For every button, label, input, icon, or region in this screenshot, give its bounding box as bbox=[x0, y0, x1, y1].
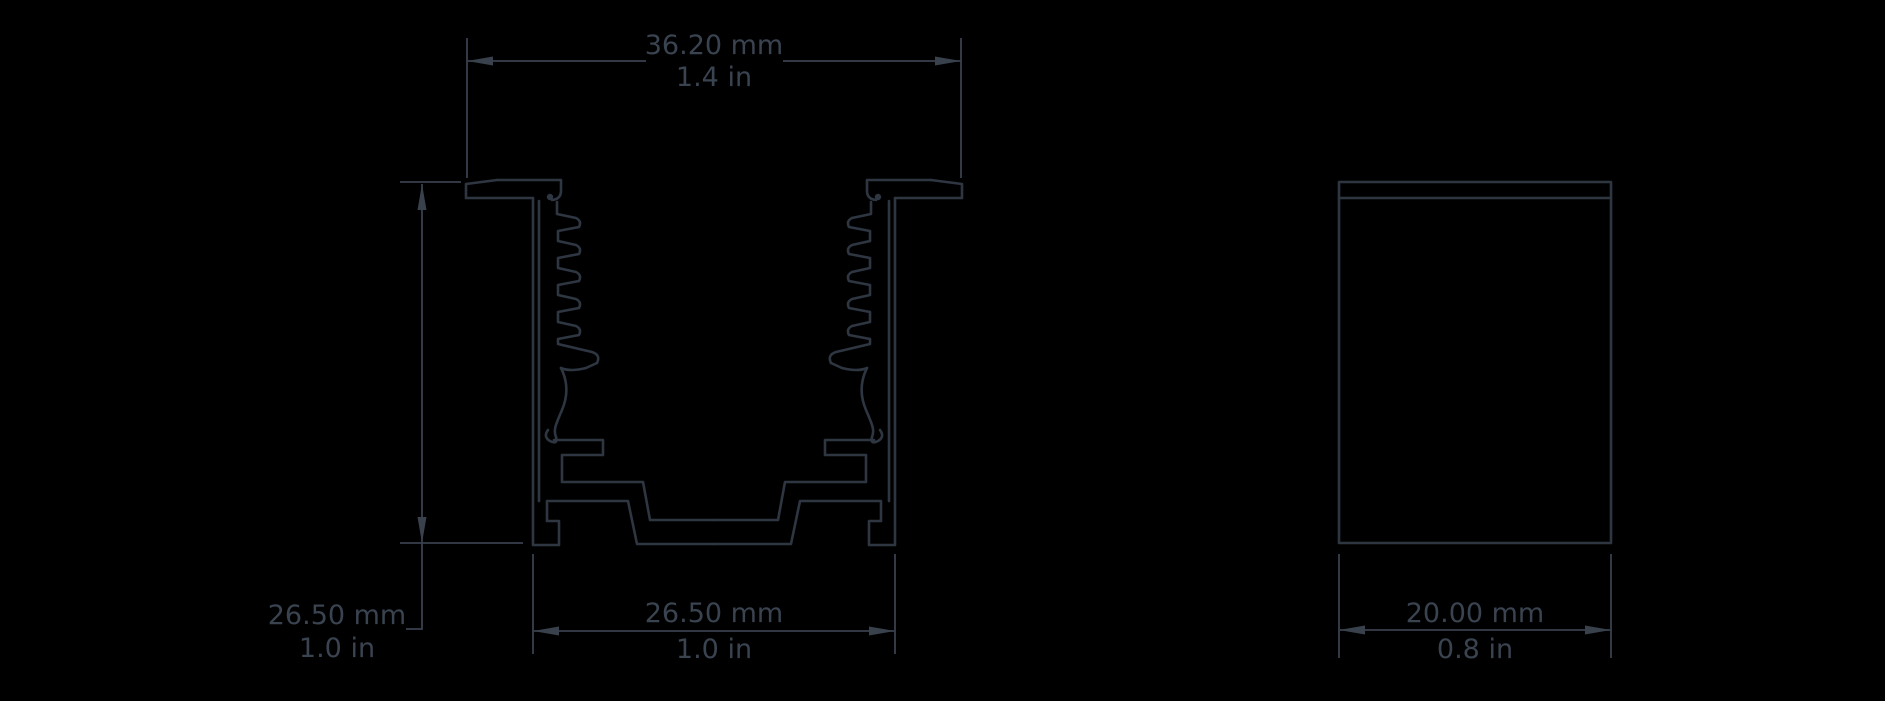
cross-section-left-half bbox=[464, 178, 716, 547]
arrowhead-right bbox=[869, 626, 895, 636]
dimension-label-in: 1.4 in bbox=[676, 62, 752, 93]
dimension-label-in: 1.0 in bbox=[299, 633, 375, 664]
dimension-label-mm: 36.20 mm bbox=[645, 30, 783, 61]
dimension-bottom-width: 26.50 mm 1.0 in bbox=[532, 554, 896, 665]
wall-outer-and-base-outline bbox=[712, 196, 897, 547]
dimension-height: 26.50 mm 1.0 in bbox=[268, 181, 523, 664]
arrowhead-down bbox=[417, 517, 427, 543]
inner-cavity-ledge-and-floor bbox=[552, 438, 716, 522]
dimension-side-depth: 20.00 mm 0.8 in bbox=[1338, 554, 1612, 665]
dimension-label-mm: 26.50 mm bbox=[645, 598, 783, 629]
wall-outer-and-base-outline bbox=[531, 196, 716, 547]
arrowhead-left bbox=[533, 626, 559, 636]
dimension-line bbox=[406, 184, 423, 630]
dimension-label-in: 1.0 in bbox=[676, 634, 752, 665]
dimension-label-mm: 20.00 mm bbox=[1406, 598, 1544, 629]
side-view bbox=[1337, 180, 1613, 545]
cross-section-view bbox=[464, 178, 964, 547]
spring-flex-arm bbox=[544, 366, 568, 444]
flange-root-dot bbox=[874, 193, 882, 201]
dimension-top-width: 36.20 mm 1.4 in bbox=[466, 30, 962, 178]
dimension-label-in: 0.8 in bbox=[1437, 634, 1513, 665]
inner-cavity-ledge-and-floor bbox=[712, 438, 876, 522]
spring-barb-fins bbox=[555, 200, 600, 372]
arrowhead-up bbox=[417, 184, 427, 210]
flange-top-edge bbox=[495, 178, 563, 202]
spring-barb-fins bbox=[828, 200, 873, 372]
flange-outline bbox=[893, 178, 964, 200]
spring-flex-arm bbox=[860, 366, 884, 444]
arrowhead-right bbox=[1585, 625, 1611, 635]
cross-section-right-half bbox=[712, 178, 964, 547]
arrowhead-left bbox=[1339, 625, 1365, 635]
flange-root-dot bbox=[546, 193, 554, 201]
arrowhead-left bbox=[467, 56, 493, 66]
flange-top-edge bbox=[865, 178, 933, 202]
dimension-label-mm: 26.50 mm bbox=[268, 600, 406, 631]
arrowhead-right bbox=[935, 56, 961, 66]
flange-outline bbox=[464, 178, 535, 200]
side-view-outline bbox=[1337, 180, 1613, 545]
